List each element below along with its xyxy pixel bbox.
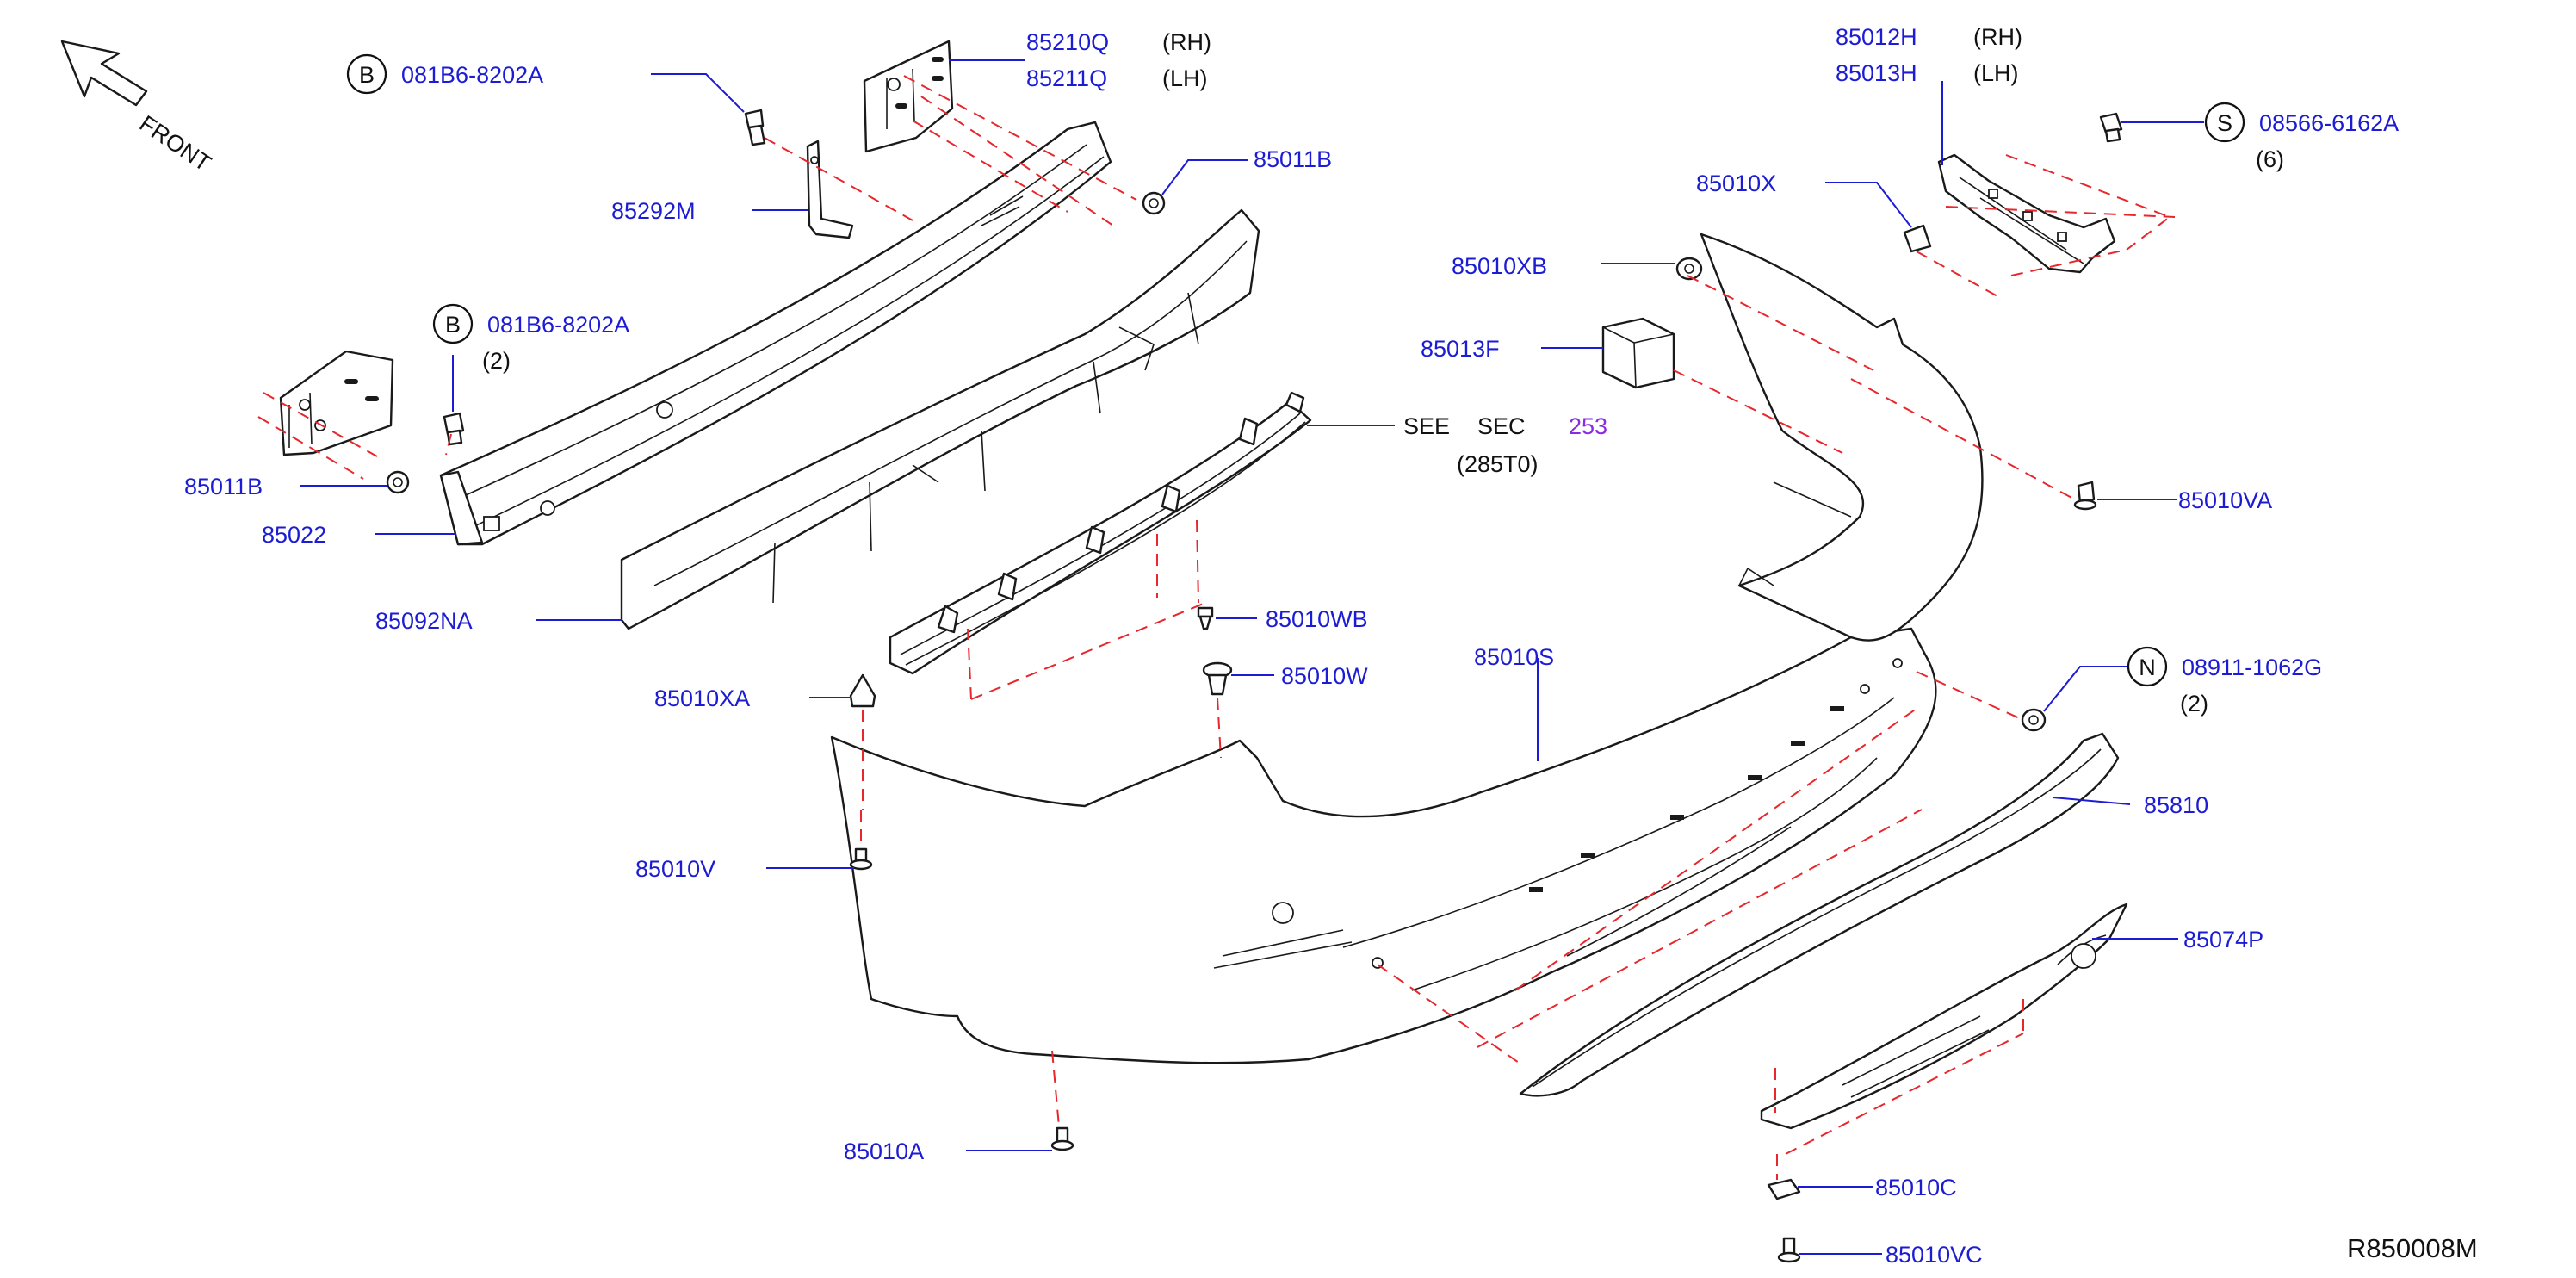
callout-85013f[interactable]: 85013F: [1421, 336, 1500, 362]
lower-panel-85810: [1519, 732, 2120, 1097]
clip-85010x-icon: [1903, 224, 1932, 253]
side-label: (RH): [1973, 24, 2022, 50]
callout-85010x[interactable]: 85010X: [1696, 171, 1776, 196]
part-number[interactable]: 85012H: [1836, 24, 1917, 50]
section-code: (285T0): [1457, 451, 1539, 477]
bracket-85292m: [806, 140, 854, 239]
badge-n-circle: [2127, 646, 2168, 687]
screw-85010v-icon: [849, 847, 873, 871]
badge-n: N: [2139, 655, 2156, 680]
callout-85010vc[interactable]: 85010VC: [1886, 1242, 1983, 1268]
drawing-code: R850008M: [2347, 1233, 2478, 1263]
part-number[interactable]: 081B6-8202A: [487, 312, 629, 338]
callout-85011b-top[interactable]: 85011B: [1254, 146, 1332, 172]
quantity: (6): [2256, 146, 2284, 172]
callout-85010v[interactable]: 85010V: [635, 856, 715, 882]
bumper-fascia-85010s: [830, 233, 1984, 1064]
nut-08911-icon: [2021, 708, 2047, 732]
callout-85010w[interactable]: 85010W: [1281, 663, 1368, 689]
badge-s: S: [2217, 110, 2232, 136]
part-number[interactable]: 85210Q: [1026, 29, 1109, 55]
callout-n-nut[interactable]: N 08911-1062G (2): [2127, 646, 2322, 717]
section-link[interactable]: 253: [1569, 413, 1607, 439]
callout-bracket-rh[interactable]: 85210Q (RH): [1026, 29, 1211, 55]
callout-s-screw[interactable]: S 08566-6162A (6): [2204, 102, 2399, 172]
callout-side-bracket-lh[interactable]: 85013H (LH): [1836, 60, 2019, 86]
badge-b-circle: [432, 303, 474, 344]
reinforcement-85022: [439, 121, 1112, 546]
see-label: SEE: [1403, 413, 1450, 439]
left-side-bracket: [279, 350, 394, 456]
callout-85092na[interactable]: 85092NA: [375, 608, 473, 634]
callout-b-bolt-left[interactable]: B 081B6-8202A (2): [432, 303, 629, 374]
bolt-081b6-top-icon: [744, 109, 766, 146]
screw-85010vc-icon: [1777, 1237, 1801, 1263]
assembly-lines: [257, 75, 2176, 1180]
part-number[interactable]: 08911-1062G: [2182, 655, 2322, 680]
leader-lines: [300, 59, 2204, 1255]
bolt-081b6-left-icon: [443, 412, 465, 446]
callout-85010va[interactable]: 85010VA: [2178, 487, 2272, 513]
absorber-85092na: [620, 208, 1260, 630]
clip-85011b-left-icon: [386, 470, 410, 494]
center-trim: [889, 391, 1312, 675]
clip-85010xa-icon: [849, 673, 876, 708]
callout-side-bracket-rh[interactable]: 85012H (RH): [1836, 24, 2022, 50]
side-label: (LH): [1162, 65, 1208, 91]
callout-see-sec[interactable]: SEE SEC 253 (285T0): [1403, 413, 1607, 477]
quantity: (2): [482, 348, 511, 374]
side-bracket-85012h: [1937, 153, 2116, 274]
callout-b-bolt-top[interactable]: B 081B6-8202A: [346, 53, 543, 95]
callout-85022[interactable]: 85022: [262, 522, 326, 548]
side-label: (RH): [1162, 29, 1211, 55]
block-85013f: [1601, 317, 1675, 389]
callout-85810[interactable]: 85810: [2144, 792, 2208, 818]
badge-b: B: [359, 62, 375, 88]
quantity: (2): [2180, 691, 2208, 717]
callout-85010xb[interactable]: 85010XB: [1452, 253, 1547, 279]
clip-85011b-top-icon: [1142, 191, 1166, 215]
clip-85010w-icon: [1202, 661, 1233, 696]
clip-85010c-icon: [1767, 1178, 1801, 1200]
screw-85010a-icon: [1050, 1126, 1074, 1151]
screw-85010wb-icon: [1197, 606, 1214, 630]
part-number[interactable]: 85013H: [1836, 60, 1917, 86]
callout-85010xa[interactable]: 85010XA: [654, 686, 750, 711]
callout-85010c[interactable]: 85010C: [1875, 1175, 1957, 1200]
callout-85074p[interactable]: 85074P: [2183, 927, 2263, 952]
part-number[interactable]: 081B6-8202A: [401, 62, 543, 88]
callout-85010a[interactable]: 85010A: [844, 1138, 924, 1164]
bracket-85210q: [863, 40, 954, 153]
callout-85010s[interactable]: 85010S: [1474, 644, 1554, 670]
screw-85010va-icon: [2073, 481, 2097, 511]
badge-b-circle: [346, 53, 387, 95]
part-number[interactable]: 08566-6162A: [2259, 110, 2399, 136]
badge-s-circle: [2204, 102, 2245, 143]
callout-bracket-lh[interactable]: 85211Q (LH): [1026, 65, 1208, 91]
badge-b: B: [445, 312, 461, 338]
side-label: (LH): [1973, 60, 2019, 86]
clip-85010xb-icon: [1675, 257, 1703, 281]
sec-label: SEC: [1477, 413, 1526, 439]
callout-85010wb[interactable]: 85010WB: [1266, 606, 1368, 632]
callout-85011b-left[interactable]: 85011B: [184, 474, 263, 499]
part-number[interactable]: 85211Q: [1026, 65, 1107, 91]
screw-08566-icon: [2099, 112, 2123, 143]
front-label: FRONT: [135, 110, 216, 177]
callout-85292m[interactable]: 85292M: [611, 198, 696, 224]
front-arrow-icon: [60, 40, 148, 107]
